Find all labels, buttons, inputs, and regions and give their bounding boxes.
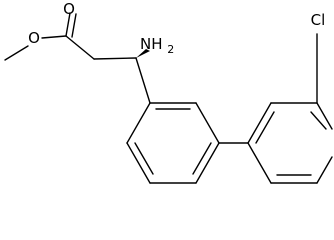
amine-label: NH 2	[140, 35, 174, 56]
bond-ch2-ch	[93, 57, 137, 60]
bond-carbonyl-double-b	[71, 13, 77, 38]
stereo-wedge	[136, 49, 150, 58]
chlorine-label: Cl	[311, 11, 326, 29]
bond-methyl-o	[4, 45, 29, 61]
ring-a-bond-2	[195, 102, 220, 144]
carbonyl-oxygen-label: O	[63, 0, 75, 18]
bond-carbonyl-ch2	[65, 35, 95, 60]
ring-a-bond-5	[126, 142, 151, 184]
ester-oxygen-label: O	[28, 29, 40, 47]
ring-a-inner-3	[134, 142, 154, 175]
ring-b-inner-1	[255, 111, 275, 144]
bond-carbonyl-double-a	[65, 12, 71, 37]
ring-b-inner-2	[310, 111, 327, 130]
ring-a-bond-6	[126, 102, 151, 144]
ring-a-inner-2	[192, 142, 212, 175]
amine-subscript-label: 2	[167, 43, 174, 56]
structure-diagram: O O NH 2 Cl	[4, 0, 333, 184]
ring-b-bond-4	[316, 156, 333, 184]
bond-o-carbonyl-carbon	[41, 35, 67, 39]
ring-b-bond-3	[316, 102, 333, 130]
ring-b-bond-6	[247, 142, 272, 184]
molecule-canvas: O O NH 2 Cl	[4, 0, 333, 184]
bond-ch-aryl	[135, 57, 151, 104]
ring-b-bond-1	[247, 102, 272, 144]
amine-main-label: NH	[140, 35, 163, 53]
ring-a-bond-3	[195, 142, 220, 184]
